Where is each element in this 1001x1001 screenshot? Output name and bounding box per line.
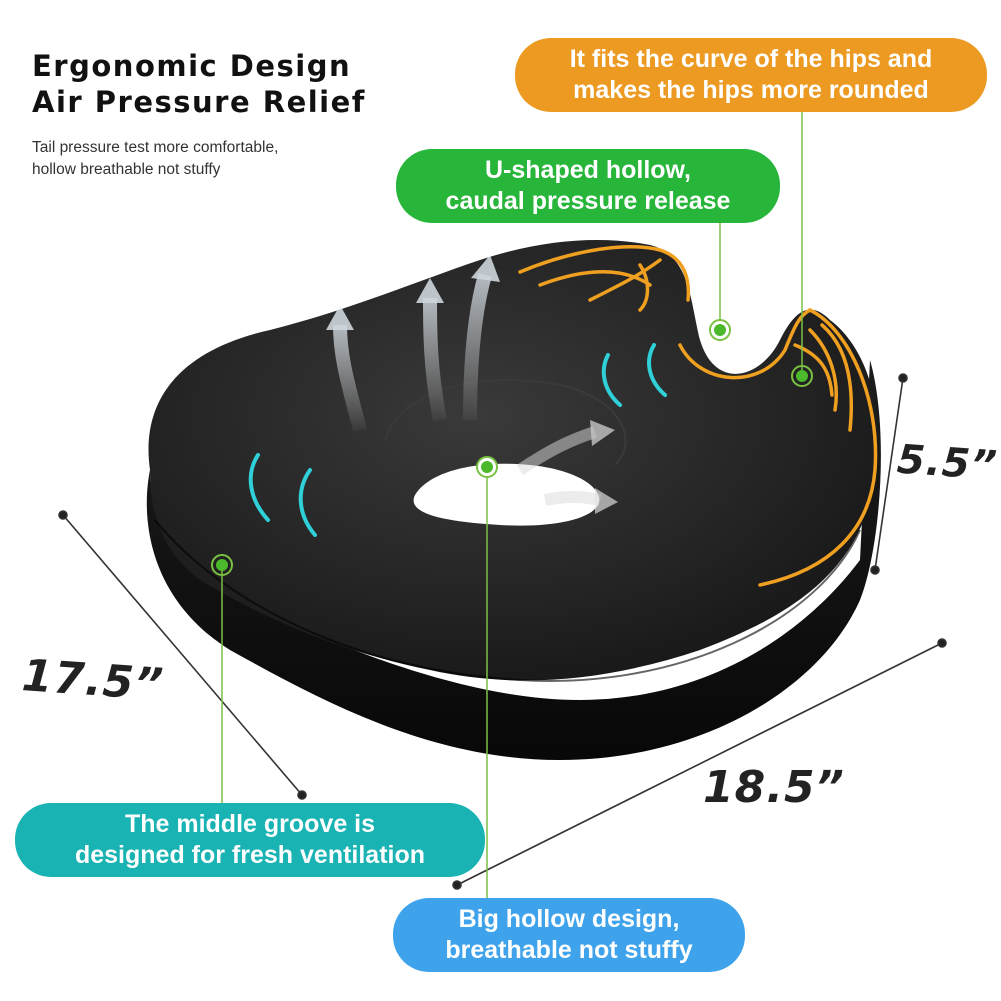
callout-text: makes the hips more rounded (573, 76, 929, 104)
headline: Ergonomic Design Air Pressure Relief (32, 48, 366, 120)
callout-text: The middle groove is (124, 810, 376, 838)
airflow-arrows (326, 255, 618, 514)
callout-text: breathable not stuffy (445, 936, 693, 964)
callout-text: Big hollow design, (458, 905, 680, 933)
center-hollow (413, 463, 600, 526)
hip-curve-lines (518, 245, 878, 587)
callout-text: It fits the curve of the hips and (569, 45, 933, 73)
callout-u-shaped-hollow: U-shaped hollow, caudal pressure release (396, 149, 780, 223)
dimension-lines (58, 373, 947, 890)
callout-big-hollow: Big hollow design, breathable not stuffy (393, 898, 745, 972)
cushion-side (146, 360, 881, 760)
callout-text: designed for fresh ventilation (74, 841, 426, 869)
callout-middle-groove: The middle groove is designed for fresh … (15, 803, 485, 877)
dimension-height-label: 5.5” (895, 436, 1000, 490)
subheadline: Tail pressure test more comfortable, hol… (32, 137, 278, 181)
cushion-top (148, 240, 878, 681)
marker-dots (211, 319, 813, 576)
dimension-length-label: 18.5” (703, 762, 845, 813)
headline-line-1: Ergonomic Design (32, 49, 352, 83)
callout-hips-curve: It fits the curve of the hips and makes … (515, 38, 987, 112)
dimension-width-label: 17.5” (20, 650, 166, 711)
subheadline-line-2: hollow breathable not stuffy (32, 161, 221, 178)
subheadline-line-1: Tail pressure test more comfortable, (32, 139, 279, 156)
callout-text: caudal pressure release (445, 187, 731, 215)
pressure-arcs (248, 343, 667, 537)
headline-line-2: Air Pressure Relief (32, 85, 366, 119)
callout-text: U-shaped hollow, (484, 156, 692, 184)
leader-lines (221, 112, 803, 898)
